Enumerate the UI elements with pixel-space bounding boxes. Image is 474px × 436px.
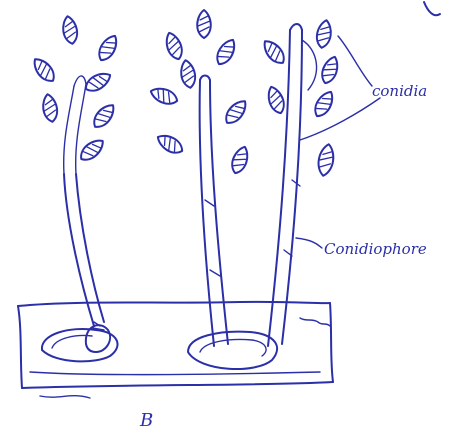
conidium — [90, 101, 118, 131]
conidium — [61, 15, 79, 45]
corner-scribble — [424, 2, 440, 15]
right-conidiophore — [268, 24, 317, 346]
label-conidia: conidia — [372, 82, 427, 100]
conidium — [319, 55, 341, 86]
conidium — [82, 69, 113, 95]
middle-conidiophore — [200, 76, 228, 347]
conidium — [265, 85, 287, 116]
conidium — [41, 93, 59, 123]
conidium — [163, 31, 185, 62]
conidium — [213, 36, 239, 67]
figure-mark: B — [139, 410, 153, 431]
label-conidiophore: Conidiophore — [324, 240, 427, 258]
conidium — [179, 59, 197, 89]
conidium — [222, 97, 250, 127]
left-foot — [42, 322, 118, 361]
conidium — [316, 143, 336, 177]
conidium — [311, 88, 337, 119]
right-foot — [188, 332, 277, 369]
conidium — [260, 37, 288, 67]
conidium — [229, 145, 251, 176]
conidium — [30, 55, 58, 85]
conidium — [95, 32, 121, 63]
conidium — [149, 85, 180, 107]
conidium — [197, 10, 211, 38]
conidium — [77, 136, 107, 164]
conidium — [315, 19, 333, 49]
conidium — [154, 131, 185, 157]
